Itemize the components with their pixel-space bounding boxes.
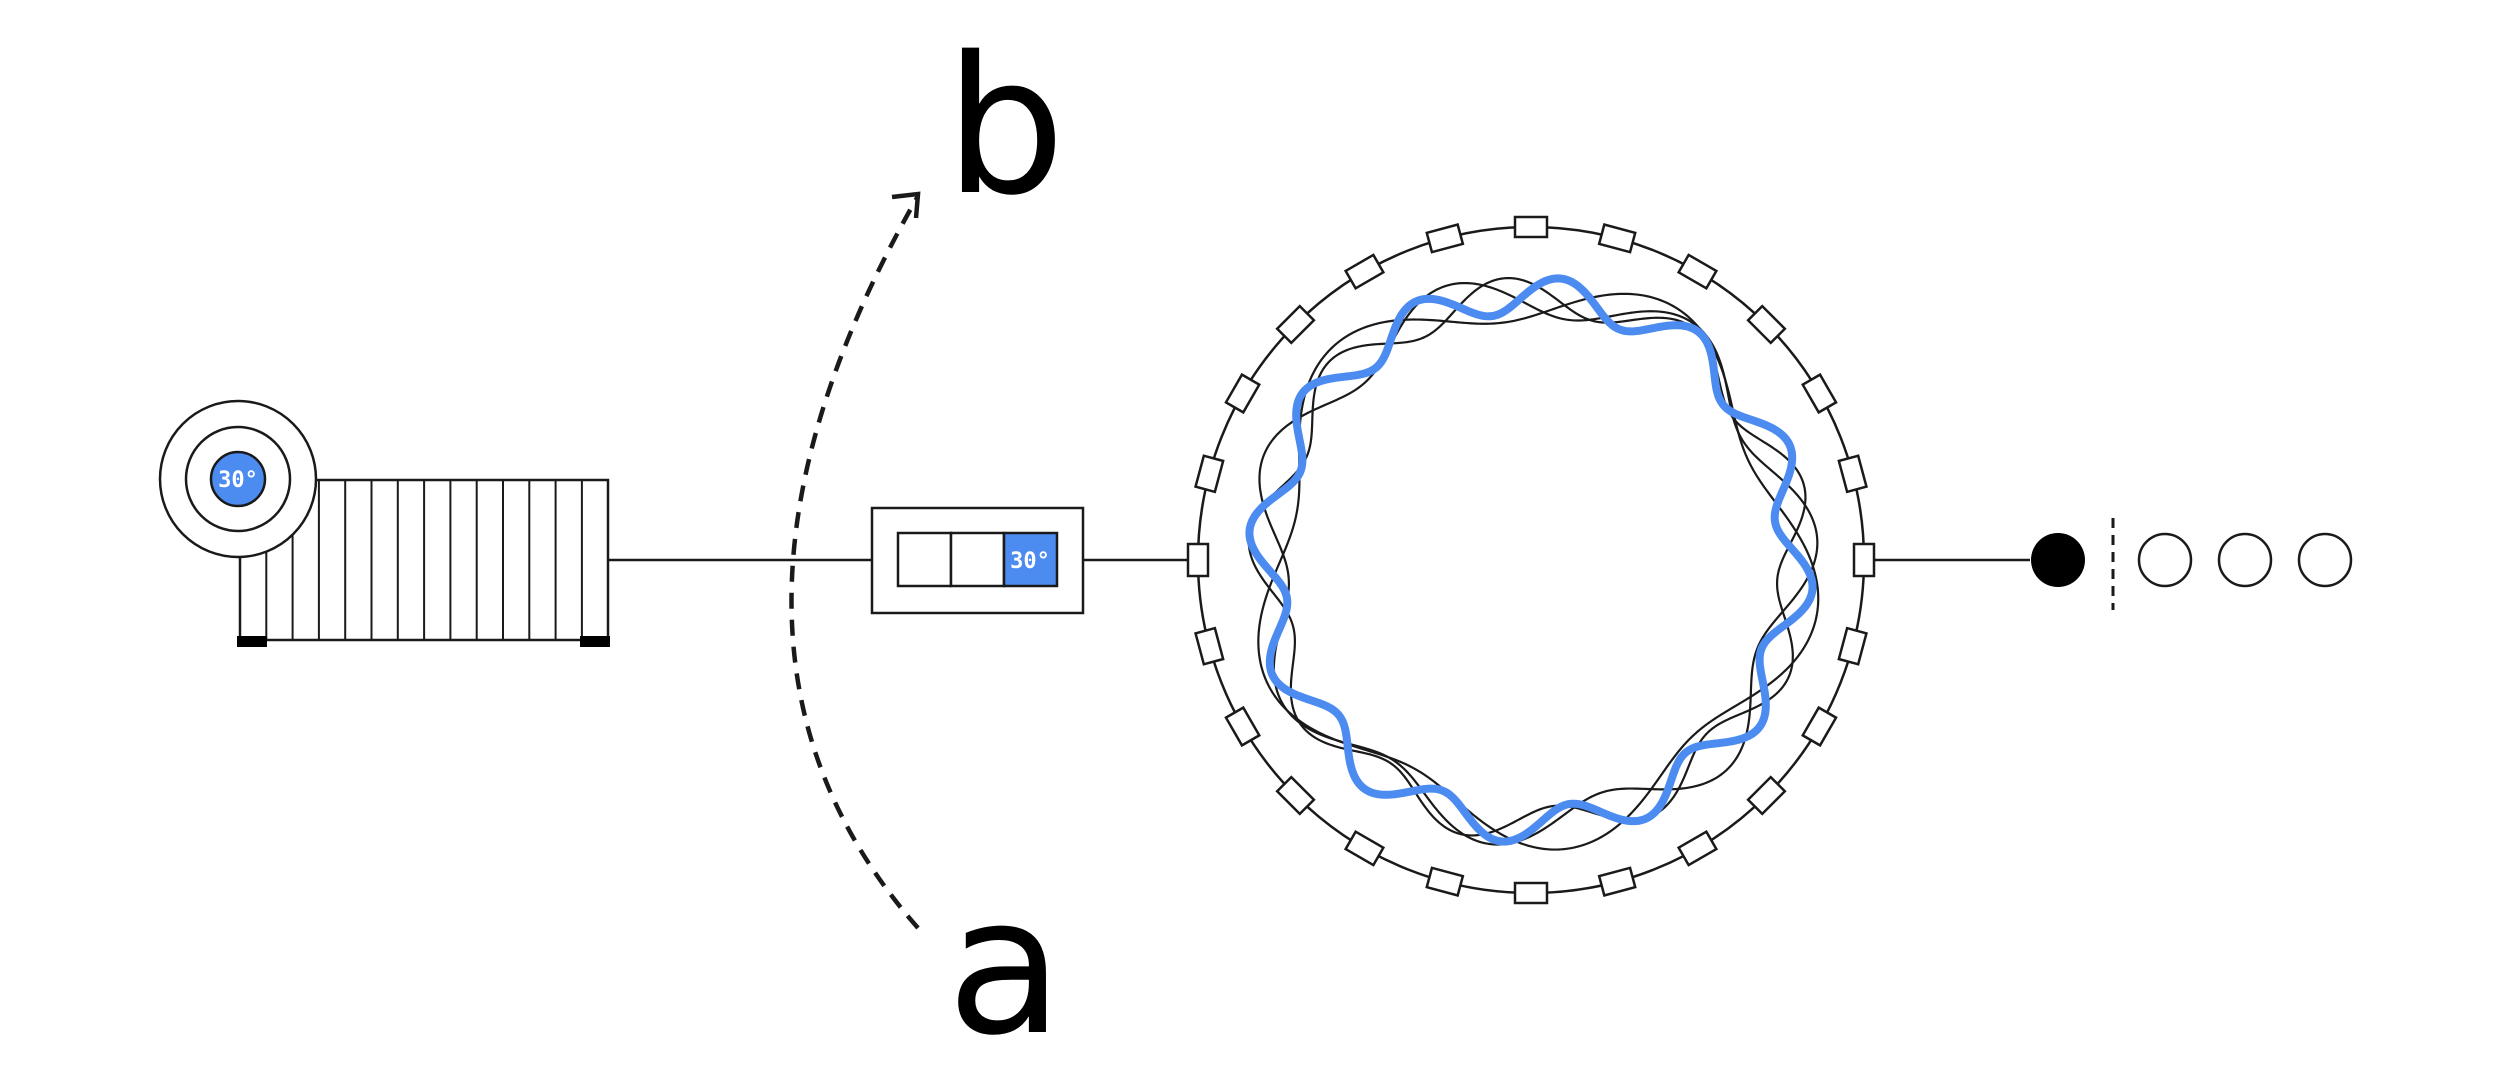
ring-tab: [1343, 253, 1386, 290]
dial-value: 30°: [218, 468, 258, 493]
selector-active-value: 30°: [1010, 549, 1050, 574]
ring-tab: [1746, 775, 1787, 816]
indicator-empty-1: [2137, 532, 2193, 588]
ring-tab: [1513, 881, 1549, 905]
ring-tab: [1224, 372, 1261, 415]
ring-wave-black-2: [1258, 281, 1819, 846]
ring-tab: [1852, 542, 1876, 578]
selector-segment-1: [896, 531, 953, 588]
ring-waves: [1245, 274, 1820, 851]
indicator-empty-3: [2297, 532, 2353, 588]
ring-tab: [1275, 775, 1316, 816]
ring-tab: [1186, 542, 1210, 578]
ring-tab: [1746, 304, 1787, 345]
radiator-foot-left: [237, 636, 267, 647]
ring-tab: [1597, 223, 1637, 254]
ring-tab: [1801, 372, 1838, 415]
indicator-empty-2: [2217, 532, 2273, 588]
radiator-foot-right: [580, 636, 610, 647]
ring-tab: [1194, 454, 1225, 494]
state-indicators: [2031, 518, 2353, 610]
indicator-filled: [2031, 533, 2085, 587]
ring-tab: [1513, 215, 1549, 239]
label-a: a: [947, 856, 1063, 1077]
dial-knob: [209, 450, 267, 508]
ring-tab: [1425, 866, 1465, 897]
label-b: b: [945, 16, 1066, 237]
transition-arc-arrow: [789, 191, 921, 930]
ring-tab: [1343, 830, 1386, 867]
ring-tab: [1224, 705, 1261, 748]
radiator-fins: [265, 480, 583, 640]
ring-tab: [1676, 253, 1719, 290]
thermostat-dial[interactable]: 30°: [158, 399, 318, 559]
arrowhead-icon: [891, 191, 921, 219]
ring-tab: [1801, 705, 1838, 748]
selector-segment-2: [949, 531, 1006, 588]
ring-tab: [1837, 454, 1868, 494]
selector-segment-active: [1002, 531, 1059, 588]
ring-tab: [1275, 304, 1316, 345]
ring-tab: [1837, 626, 1868, 666]
ring-wave-highlight: [1245, 274, 1817, 846]
ring-tab: [1597, 866, 1637, 897]
wave-ring: [1186, 215, 1876, 905]
temperature-selector[interactable]: 30°: [870, 506, 1085, 615]
dashed-arc: [789, 194, 920, 930]
ring-tab: [1425, 223, 1465, 254]
ring-tab: [1194, 626, 1225, 666]
ring-tab: [1676, 830, 1719, 867]
ring-wave-black-3: [1247, 276, 1807, 837]
ring-tabs: [1186, 215, 1876, 905]
ring-wave-black-1: [1257, 292, 1820, 851]
